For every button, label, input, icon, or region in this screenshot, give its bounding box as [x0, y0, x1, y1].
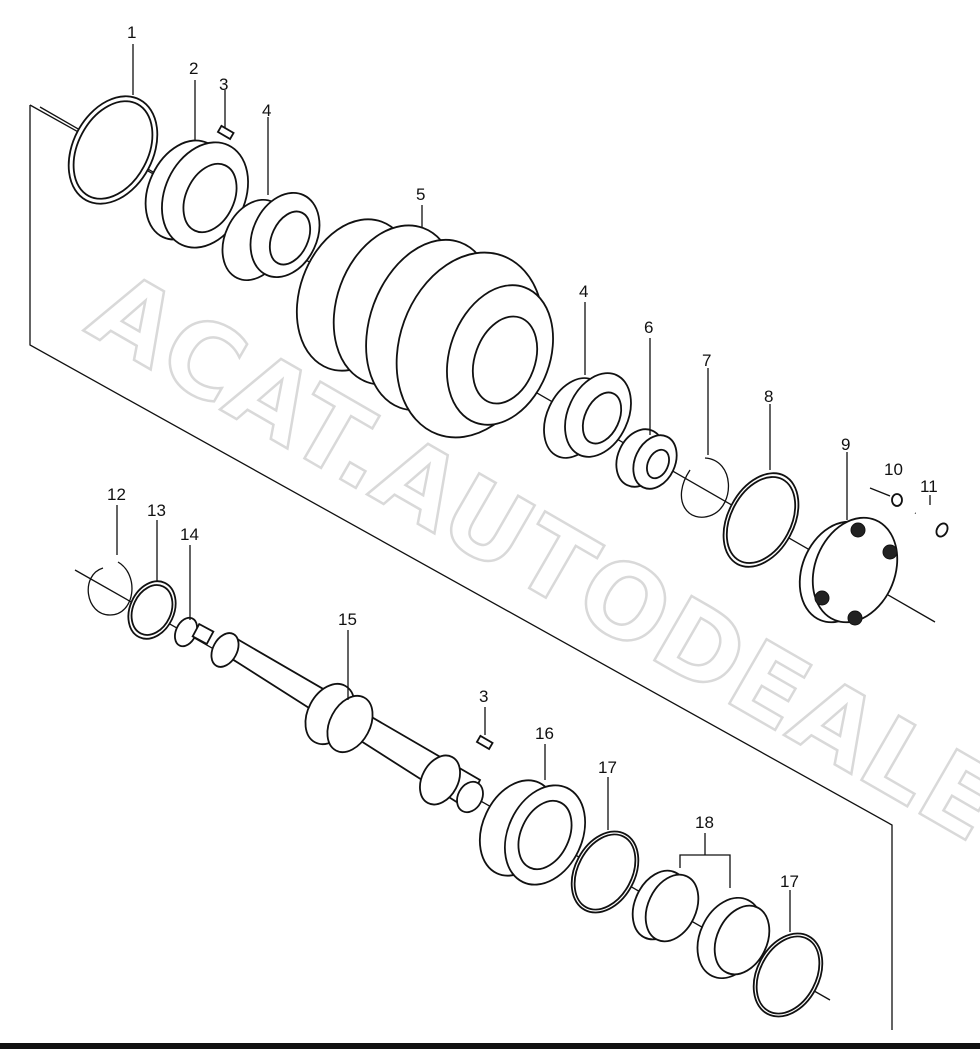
part-14-plug	[174, 616, 215, 648]
callout-1: 1	[127, 23, 136, 42]
part-16-bearing	[478, 779, 586, 886]
part-4-roller-bearing-upper	[221, 191, 321, 282]
part-17-o-ring-upper	[570, 830, 640, 914]
part-3-pin-upper	[216, 124, 235, 141]
part-7-circlip	[680, 457, 730, 518]
callout-2: 2	[189, 59, 198, 78]
callout-14: 14	[180, 525, 199, 544]
leader-lines	[116, 44, 931, 932]
callout-17b: 17	[780, 872, 799, 891]
callout-labels: 1 2 3 4 5 4 6 7 8 9 10 11 12 13 14 15 3 …	[107, 23, 938, 891]
callout-16: 16	[535, 724, 554, 743]
part-1-snap-ring	[67, 95, 159, 205]
callout-17a: 17	[598, 758, 617, 777]
part-5-gear-cluster	[295, 218, 554, 439]
part-2-bearing-ring	[144, 139, 249, 249]
callout-4a: 4	[262, 101, 271, 120]
part-8-o-ring	[722, 472, 800, 568]
part-15-shaft	[210, 632, 484, 814]
part-3-pin-lower	[475, 734, 494, 751]
callout-6: 6	[644, 318, 653, 337]
callout-7: 7	[702, 351, 711, 370]
callout-13: 13	[147, 501, 166, 520]
callout-5: 5	[416, 185, 425, 204]
callout-4b: 4	[579, 282, 588, 301]
callout-9: 9	[841, 435, 850, 454]
part-17-o-ring-lower	[752, 932, 824, 1018]
callout-11: 11	[920, 477, 938, 496]
part-6-slotted-nut	[615, 428, 678, 490]
callout-12: 12	[107, 485, 126, 504]
part-12-circlip	[87, 561, 133, 616]
part-13-o-ring	[127, 580, 177, 640]
callout-10: 10	[884, 460, 903, 479]
callout-3a: 3	[219, 75, 228, 94]
callout-3b: 3	[479, 687, 488, 706]
part-9-cover	[798, 516, 899, 626]
part-18-bearing-pair	[631, 854, 771, 980]
callout-15: 15	[338, 610, 357, 629]
part-4-roller-bearing-lower	[543, 372, 632, 459]
part-10-washer	[891, 493, 903, 507]
part-11-bolt	[914, 511, 949, 538]
callout-18: 18	[695, 813, 714, 832]
callout-8: 8	[764, 387, 773, 406]
